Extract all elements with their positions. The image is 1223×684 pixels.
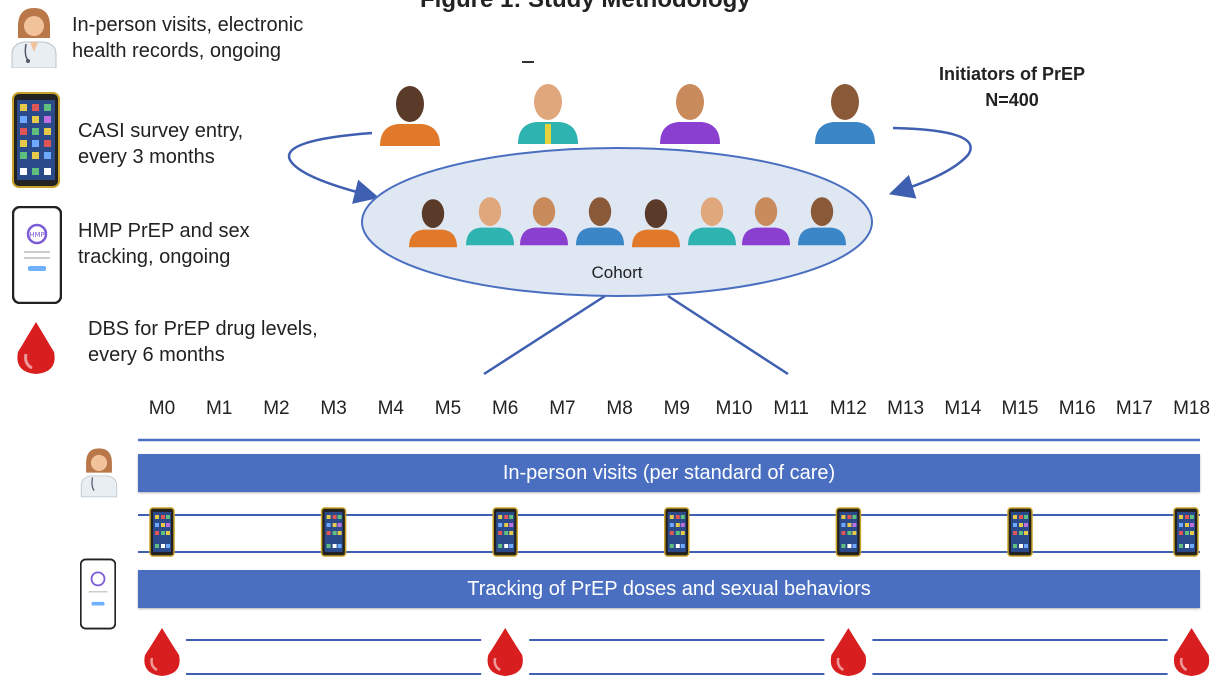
svg-text:HMP: HMP	[29, 231, 45, 239]
phone-app-icon	[80, 558, 116, 630]
month-label: M7	[549, 398, 576, 419]
legend-line: health records, ongoing	[72, 40, 282, 62]
legend-line: DBS for PrEP drug levels,	[88, 318, 318, 340]
month-label: M14	[944, 398, 982, 419]
arrow-right	[888, 126, 972, 199]
figure-title: Figure 1: Study Methodology	[420, 0, 751, 14]
month-label: M10	[715, 398, 753, 419]
legend-line: In-person visits, electronic	[72, 14, 304, 36]
dbs-drop-marker	[830, 628, 867, 676]
month-label: M11	[773, 398, 809, 419]
legend-line: every 6 months	[88, 344, 225, 366]
month-label: M12	[829, 398, 867, 419]
month-label: M5	[434, 398, 462, 419]
casi-tablet-marker	[1007, 507, 1033, 557]
casi-tablet-marker	[664, 507, 690, 557]
legend-line: tracking, ongoing	[78, 246, 231, 268]
doctor-icon	[80, 448, 118, 498]
month-label: M1	[205, 398, 233, 419]
dbs-drop-marker	[144, 628, 180, 676]
casi-tablet-marker	[320, 507, 347, 557]
month-label: M13	[887, 398, 925, 419]
blood-drop-icon	[17, 322, 55, 374]
casi-tablet-marker	[1173, 507, 1199, 557]
tablet-icon	[12, 92, 60, 188]
initiators-label: Initiators of PrEP N=400	[922, 61, 1102, 113]
initiator-person	[660, 84, 720, 144]
dbs-drop-marker	[1173, 628, 1210, 676]
initiator-person	[815, 84, 875, 144]
month-label: M0	[148, 398, 176, 419]
phone-app-icon: HMP	[12, 206, 62, 304]
month-label: M17	[1115, 398, 1153, 419]
connector-line	[667, 294, 789, 376]
casi-tablet-marker	[835, 507, 862, 557]
cohort-label: Cohort	[591, 263, 642, 282]
connector-line	[483, 294, 606, 376]
cohort-ellipse	[361, 147, 873, 297]
initiators-count: N=400	[985, 90, 1039, 110]
tracking-bar: Tracking of PrEP doses and sexual behavi…	[138, 570, 1200, 608]
casi-tablet-marker	[149, 507, 175, 557]
month-label: M8	[606, 398, 633, 419]
dbs-drop-marker	[487, 628, 523, 676]
initiator-person	[518, 84, 578, 144]
legend-line: every 3 months	[78, 146, 215, 168]
initiator-person	[380, 86, 440, 146]
month-label: M16	[1058, 398, 1096, 419]
month-label: M9	[663, 398, 690, 419]
month-label: M2	[263, 398, 290, 419]
casi-markers	[149, 507, 1199, 557]
casi-tablet-marker	[492, 507, 518, 557]
month-label: M4	[377, 398, 404, 419]
month-label: M6	[491, 398, 519, 419]
in-person-visits-bar: In-person visits (per standard of care)	[138, 454, 1200, 492]
month-label: M15	[1001, 398, 1039, 419]
legend-line: CASI survey entry,	[78, 120, 244, 142]
initiators-title: Initiators of PrEP	[938, 64, 1086, 84]
month-label: M18	[1173, 398, 1211, 419]
legend-line: HMP PrEP and sex	[78, 220, 250, 242]
dbs-markers	[144, 628, 1210, 676]
month-label: M3	[320, 398, 347, 419]
doctor-icon	[11, 8, 57, 68]
arrow-left	[287, 131, 380, 204]
